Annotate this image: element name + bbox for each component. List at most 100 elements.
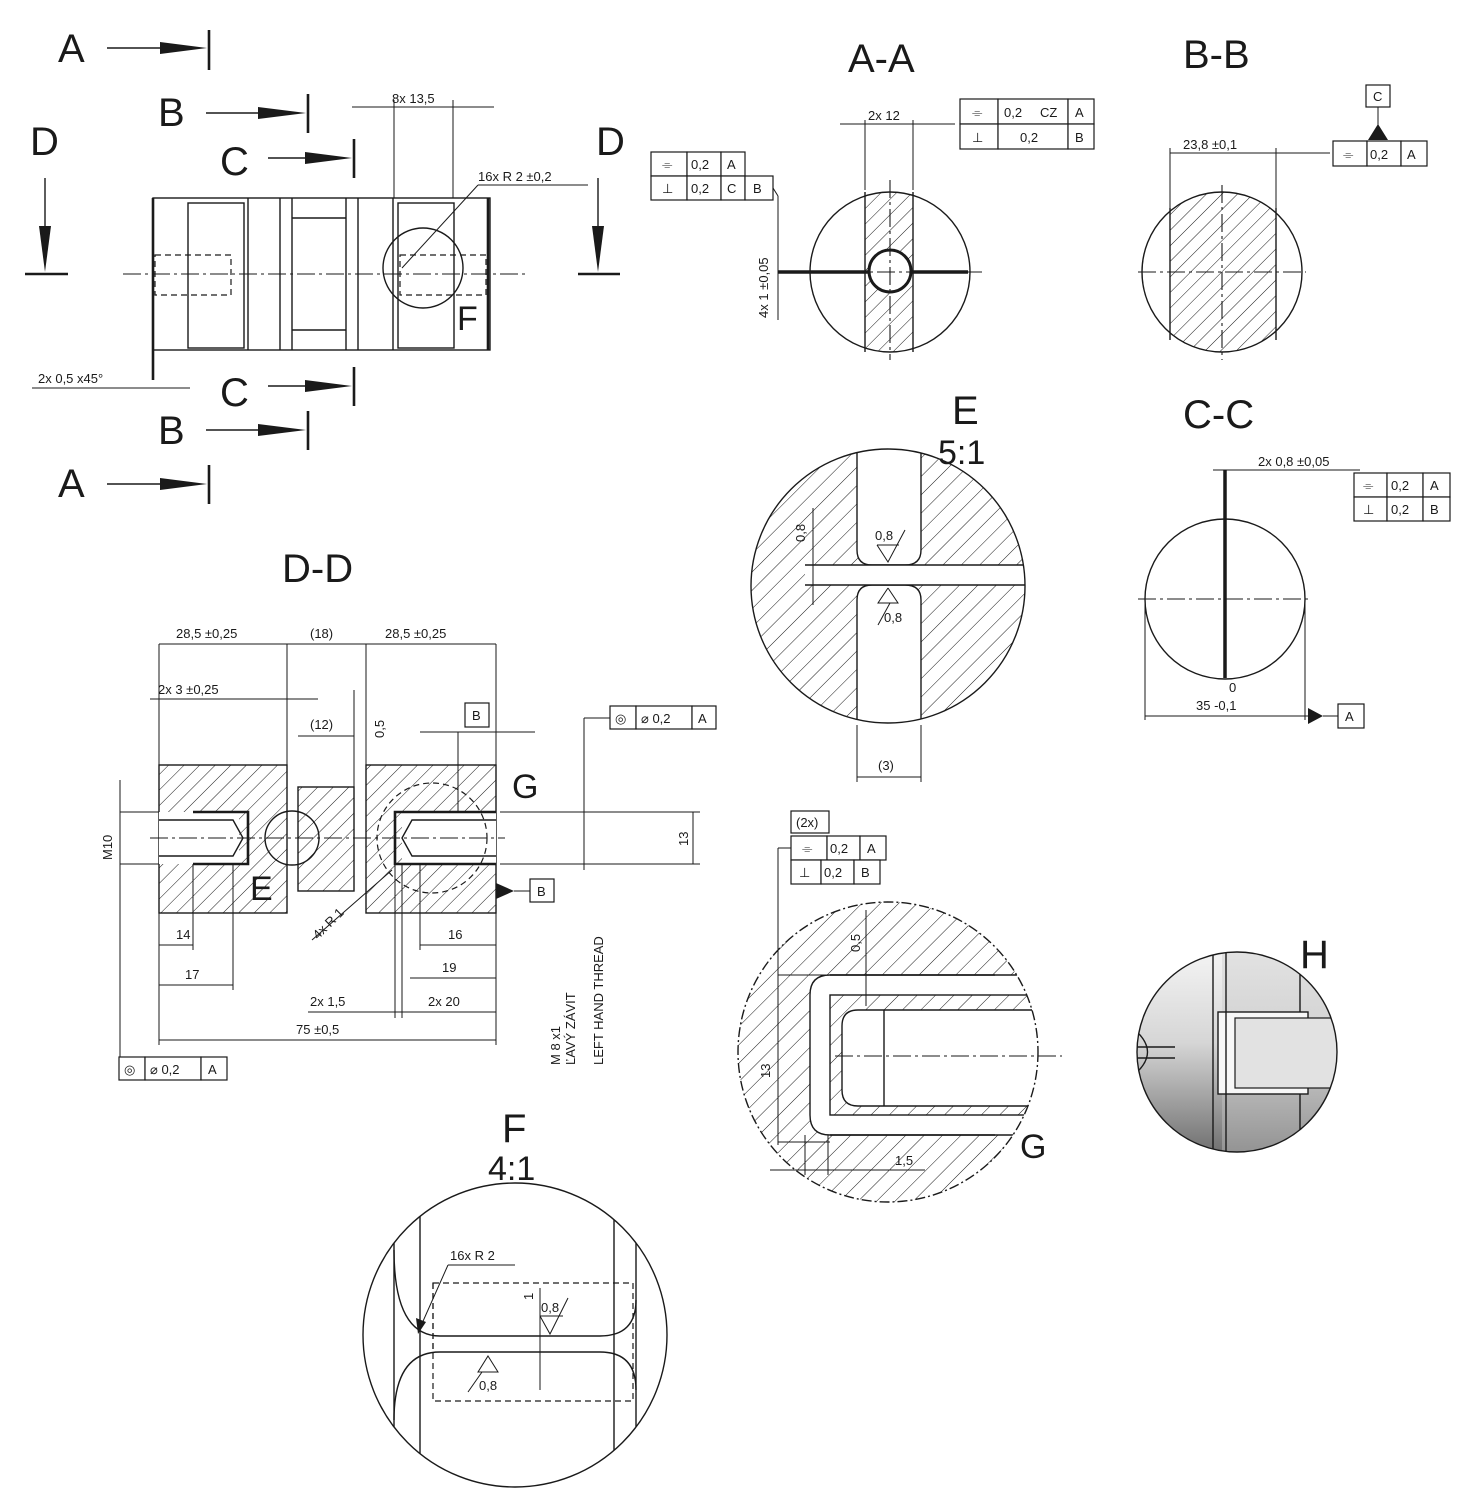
- datum-triangle-icon: [1368, 124, 1388, 140]
- dim-text: 8x 13,5: [392, 91, 435, 106]
- dim-text: 2x 12: [868, 108, 900, 123]
- section-letter: A: [58, 27, 85, 71]
- dim-text: M10: [100, 835, 115, 860]
- dim-text: 19: [442, 960, 456, 975]
- dim-text: 28,5 ±0,25: [176, 626, 237, 641]
- section-letter: D: [30, 120, 59, 164]
- perpendicularity-icon: ⊥: [662, 181, 673, 196]
- dim-text: 17: [185, 967, 199, 982]
- dim-text: 13: [758, 1064, 773, 1078]
- datum-letter: C: [1373, 89, 1382, 104]
- section-letter: C: [220, 371, 249, 415]
- datum-letter: B: [472, 708, 481, 723]
- dim-slots: 8x 13,5: [352, 91, 494, 198]
- detail-mark-e: E: [250, 870, 273, 908]
- detail-f: F 4:1 16x R 2 1 0,8 0,8: [362, 1107, 668, 1488]
- dim-radius: 16x R 2 ±0,2: [401, 169, 588, 269]
- datum-triangle-icon: [1308, 708, 1323, 724]
- dim-text: (18): [310, 626, 333, 641]
- dim-text: 75 ±0,5: [296, 1022, 339, 1037]
- frame-value: 0,2: [691, 181, 709, 196]
- tolerance-frame-aa-right: ⌯ 0,2 CZ A ⊥ 0,2 B: [959, 98, 1095, 150]
- view-title-g: G: [1020, 1128, 1046, 1166]
- dim-text: (3): [878, 758, 894, 773]
- frame-value: 0,2: [691, 157, 709, 172]
- view-title-cc: C-C: [1183, 393, 1254, 437]
- view-title-dd: D-D: [282, 547, 353, 591]
- frame-value: 0,2: [830, 841, 848, 856]
- frame-datum: B: [753, 181, 762, 196]
- tolerance-frame-cc: ⌯ 0,2 A ⊥ 0,2 B: [1353, 472, 1451, 522]
- dim-text: 13: [676, 832, 691, 846]
- dim-text: 0,5: [372, 720, 387, 738]
- frame-value: ⌀ 0,2: [150, 1062, 180, 1077]
- symmetry-icon: ⌯: [662, 157, 673, 172]
- section-letter: B: [158, 409, 185, 453]
- section-mark-c-top: C: [220, 139, 356, 184]
- section-mark-b-bottom: B: [158, 409, 310, 453]
- concentricity-icon: ◎: [615, 711, 626, 726]
- dim-text: 2x 0,5 x45°: [38, 371, 103, 386]
- view-title-aa: A-A: [848, 37, 915, 81]
- tolerance-frame-bb: ⌯ 0,2 A: [1332, 140, 1428, 167]
- section-letter: C: [220, 140, 249, 184]
- section-mark-a-bottom: A: [58, 462, 211, 506]
- view-dd: D-D E G 28,5 ±0,25 (18) 28,5 ±0,25 2x 3 …: [100, 547, 717, 1081]
- section-mark-b-top: B: [158, 91, 310, 135]
- perpendicularity-icon: ⊥: [799, 865, 810, 880]
- view-bb: B-B 23,8 ±0,1 C ⌯ 0,2 A: [1138, 33, 1428, 360]
- roughness-icon: [877, 587, 899, 626]
- roughness-icon: [467, 1355, 499, 1393]
- thread-note: ĽAVÝ ZÁVIT: [563, 992, 578, 1065]
- frame-modifier: CZ: [1040, 105, 1057, 120]
- dim-text: 28,5 ±0,25: [385, 626, 446, 641]
- dim-chamfer: 2x 0,5 x45°: [32, 371, 190, 389]
- dim-text: 2x 0,8 ±0,05: [1258, 454, 1329, 469]
- frame-datum: B: [861, 865, 870, 880]
- frame-datum: A: [698, 711, 707, 726]
- frame-count: (2x): [796, 815, 818, 830]
- dim-text: 0,8: [793, 524, 808, 542]
- dim-text: 2x 3 ±0,25: [158, 682, 219, 697]
- concentricity-frame-top: ◎ ⌀ 0,2 A: [583, 705, 717, 870]
- dim-text: 16x R 2: [450, 1248, 495, 1263]
- perpendicularity-icon: ⊥: [972, 130, 983, 145]
- frame-value: 0,2: [1020, 130, 1038, 145]
- frame-datum: B: [1430, 502, 1439, 517]
- view-scale-f: 4:1: [488, 1150, 535, 1188]
- tolerance-frame-g: (2x) ⌯ 0,2 A ⊥ 0,2 B: [790, 810, 887, 885]
- dim-text: (12): [310, 717, 333, 732]
- section-mark-a-top: A: [58, 27, 211, 71]
- part-outline: [123, 197, 525, 380]
- perpendicularity-icon: ⊥: [1363, 502, 1374, 517]
- section-mark-d-right: D: [578, 120, 625, 276]
- detail-h: H: [1136, 933, 1338, 1153]
- dim-text: 0,5: [848, 934, 863, 952]
- roughness-value: 0,8: [884, 610, 902, 625]
- datum-letter: A: [1345, 709, 1354, 724]
- section-letter: A: [58, 462, 85, 506]
- roughness-icon: [876, 529, 906, 563]
- frame-value: 0,2: [1391, 502, 1409, 517]
- frame-value: ⌀ 0,2: [641, 711, 671, 726]
- main-view: A B C D D C: [25, 27, 625, 506]
- frame-value: 0,2: [1004, 105, 1022, 120]
- dim-text: 16x R 2 ±0,2: [478, 169, 552, 184]
- section-letter: B: [158, 91, 185, 135]
- frame-value: 0,2: [1370, 147, 1388, 162]
- tolerance-frame-aa-left: ⌯ 0,2 A ⊥ 0,2 C B: [650, 151, 779, 201]
- section-mark-c-bottom: C: [220, 367, 356, 415]
- dim-text: 1,5: [895, 1153, 913, 1168]
- datum-triangle-icon: [496, 883, 514, 899]
- detail-mark-f: F: [457, 300, 478, 338]
- frame-datum: A: [867, 841, 876, 856]
- dim-text: 16: [448, 927, 462, 942]
- concentricity-icon: ◎: [124, 1062, 135, 1077]
- view-title-h: H: [1300, 933, 1329, 977]
- thread-note: M 8 x1: [548, 1026, 563, 1065]
- dim-text: 35 -0,1: [1196, 698, 1236, 713]
- roughness-icon: [539, 1297, 569, 1336]
- roughness-value: 0,8: [541, 1300, 559, 1315]
- detail-e: E 5:1 0,8 0,8 0,8 (3): [750, 389, 1026, 782]
- symmetry-icon: ⌯: [802, 841, 813, 856]
